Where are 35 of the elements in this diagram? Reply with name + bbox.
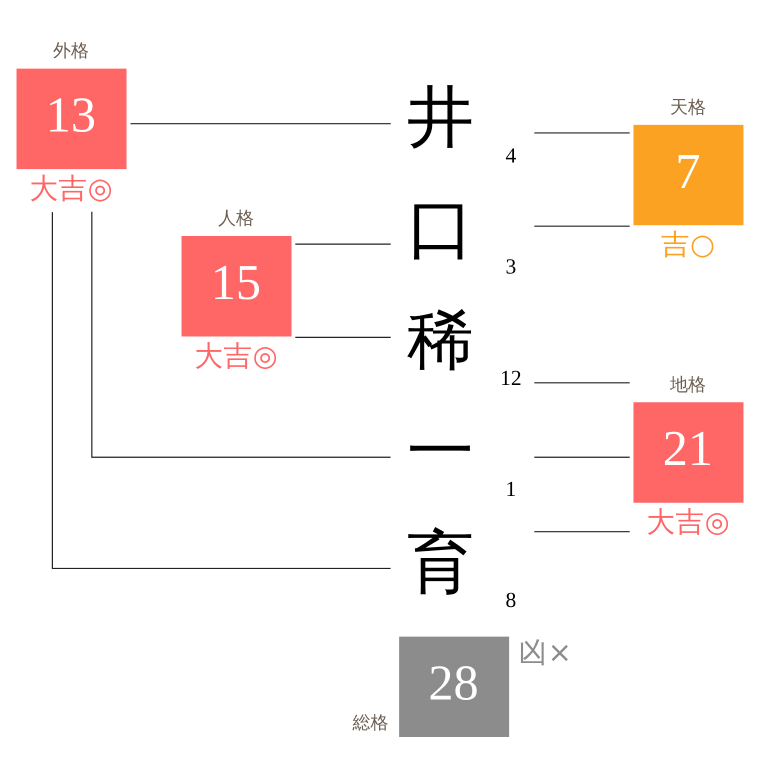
connector [130, 123, 391, 124]
node-label: 4 [506, 143, 516, 168]
connector [534, 531, 630, 532]
node-label: 外格 [52, 40, 89, 62]
node-box: 28 [399, 636, 510, 738]
connector [534, 132, 630, 134]
connector [295, 336, 391, 338]
connector [534, 226, 630, 227]
node-label: 8 [506, 588, 516, 612]
node-label: 12 [500, 366, 522, 390]
node-label: 大吉◎ [194, 338, 278, 372]
node-box: 7 [633, 124, 744, 226]
connector [52, 212, 391, 570]
node-label: 凶× [518, 634, 572, 669]
node-box: 21 [633, 402, 744, 503]
node-label: 総格 [352, 712, 388, 734]
connector [295, 244, 391, 245]
connector [534, 456, 630, 458]
node-label: 地格 [670, 374, 706, 396]
node-text: 育 [406, 522, 474, 601]
node-label: 人格 [218, 208, 254, 230]
node-label: 大吉◎ [30, 171, 113, 206]
node-label: 3 [506, 254, 516, 279]
node-box: 15 [182, 236, 292, 336]
node-box: 13 [16, 68, 127, 170]
node-text: 一 [406, 412, 474, 490]
node-label: 大吉◎ [646, 504, 730, 539]
node-text: 稀 [406, 300, 474, 379]
node-text: 口 [406, 189, 474, 268]
node-label: 吉○ [660, 227, 716, 262]
node-label: 天格 [670, 96, 706, 118]
connector [91, 212, 391, 458]
connector [534, 382, 630, 384]
node-text: 井 [406, 78, 474, 156]
node-label: 1 [506, 476, 516, 501]
